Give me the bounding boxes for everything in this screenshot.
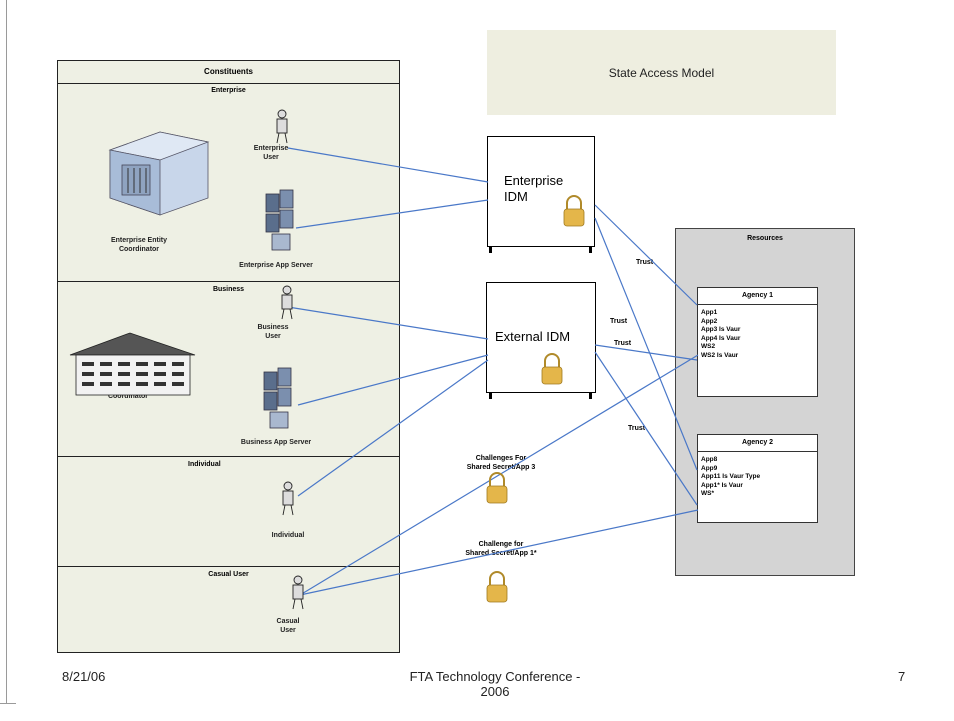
agency-2-item: App9 xyxy=(701,464,718,472)
agency-2-title: Agency 2 xyxy=(698,435,817,452)
resources-panel: Resources Agency 1 App1 App2 App3 Is Vau… xyxy=(675,228,855,576)
page-number: 7 xyxy=(898,669,906,684)
agency-1-box: Agency 1 App1 App2 App3 Is Vaur App4 Is … xyxy=(697,287,818,397)
constituents-header: Constituents xyxy=(58,61,399,84)
individual-user-icon xyxy=(282,481,294,516)
connector-individual-idm xyxy=(297,359,489,497)
footer-date: 8/21/06 xyxy=(62,669,106,684)
diagram-title-text: State Access Model xyxy=(608,65,715,80)
business-user-label: Business User xyxy=(257,324,289,340)
agency-2-item: WS* xyxy=(701,490,714,498)
business-server-icon xyxy=(263,367,292,429)
business-band: Business xyxy=(58,282,399,457)
challenge-label-2: Challenge for Shared Secret/App 1* xyxy=(465,541,537,557)
trust-label: Trust xyxy=(628,425,646,432)
lock-icon xyxy=(486,472,508,504)
enterprise-user-label: Enterprise User xyxy=(253,145,289,161)
enterprise-user-icon xyxy=(276,109,288,144)
casual-band-title: Casual User xyxy=(208,571,249,578)
individual-band: Individual xyxy=(58,457,399,567)
diagram-title: State Access Model xyxy=(487,30,836,115)
connector-casual-agency1 xyxy=(299,354,699,596)
enterprise-idm-leg xyxy=(589,247,592,253)
enterprise-server-icon xyxy=(265,189,294,251)
agency-1-item: WS2 Is Vaur xyxy=(701,351,739,359)
trust-label: Trust xyxy=(610,318,628,325)
connector-enterprise-server-idm xyxy=(295,199,489,229)
enterprise-band: Enterprise xyxy=(58,83,399,282)
external-idm-leg xyxy=(489,393,492,399)
enterprise-band-title: Enterprise xyxy=(211,87,246,94)
agency-1-item: App2 xyxy=(701,317,718,325)
trust-label: Trust xyxy=(636,259,654,266)
casual-band: Casual User xyxy=(58,567,399,653)
business-band-title: Business xyxy=(212,286,245,293)
external-idm-box: External IDM xyxy=(486,282,596,393)
connector-trust-1 xyxy=(594,204,698,306)
connector-business-user-idm xyxy=(287,306,489,340)
slide-edge-tick xyxy=(0,703,16,704)
agency-1-items: App1 App2 App3 Is Vaur App4 Is Vaur WS2 … xyxy=(698,305,817,365)
agency-2-items: App8 App9 App11 Is Vaur Type App1* Is Va… xyxy=(698,452,817,503)
trust-label: Trust xyxy=(614,340,632,347)
connector-trust-2 xyxy=(594,217,698,471)
connector-trust-3 xyxy=(594,344,698,361)
enterprise-idm-leg xyxy=(489,247,492,253)
business-building-icon xyxy=(69,332,196,396)
casual-user-label: Casual User xyxy=(276,618,300,634)
enterprise-server-label: Enterprise App Server xyxy=(239,262,313,269)
resources-title: Resources xyxy=(747,235,783,242)
business-user-icon xyxy=(281,285,293,320)
lock-icon xyxy=(486,571,508,603)
enterprise-idm-label: Enterprise IDM xyxy=(504,173,564,204)
agency-2-item: App8 xyxy=(701,456,718,463)
agency-1-item: App3 Is Vaur xyxy=(701,326,741,334)
agency-2-box: Agency 2 App8 App9 App11 Is Vaur Type Ap… xyxy=(697,434,818,523)
external-idm-label: External IDM xyxy=(495,329,571,344)
individual-band-title: Individual xyxy=(188,461,221,468)
agency-1-item: WS2 xyxy=(701,343,716,351)
agency-2-item: App11 Is Vaur Type xyxy=(701,473,761,481)
connector-lines xyxy=(287,147,699,596)
enterprise-building-icon xyxy=(108,131,210,216)
footer-conference: FTA Technology Conference - 2006 xyxy=(409,669,581,699)
enterprise-idm-box: Enterprise IDM xyxy=(487,136,595,247)
connector-casual-agency2 xyxy=(299,509,699,596)
connector-business-server-idm xyxy=(297,354,489,406)
enterprise-coordinator-label: Enterprise Entity Coordinator xyxy=(110,237,167,253)
connector-enterprise-user-idm xyxy=(287,147,489,183)
connector-trust-4 xyxy=(594,351,698,506)
casual-user-icon xyxy=(292,575,304,610)
lock-icon xyxy=(541,353,563,385)
external-idm-leg xyxy=(589,393,592,399)
slide-edge-line xyxy=(6,0,7,703)
agency-2-item: App1* Is Vaur xyxy=(701,481,743,489)
lock-icon xyxy=(563,195,585,227)
agency-1-title: Agency 1 xyxy=(698,288,817,305)
business-server-label: Business App Server xyxy=(240,439,312,446)
agency-1-item: App4 Is Vaur xyxy=(701,334,741,342)
agency-1-item: App1 xyxy=(701,309,718,316)
individual-user-label: Individual xyxy=(271,532,305,539)
